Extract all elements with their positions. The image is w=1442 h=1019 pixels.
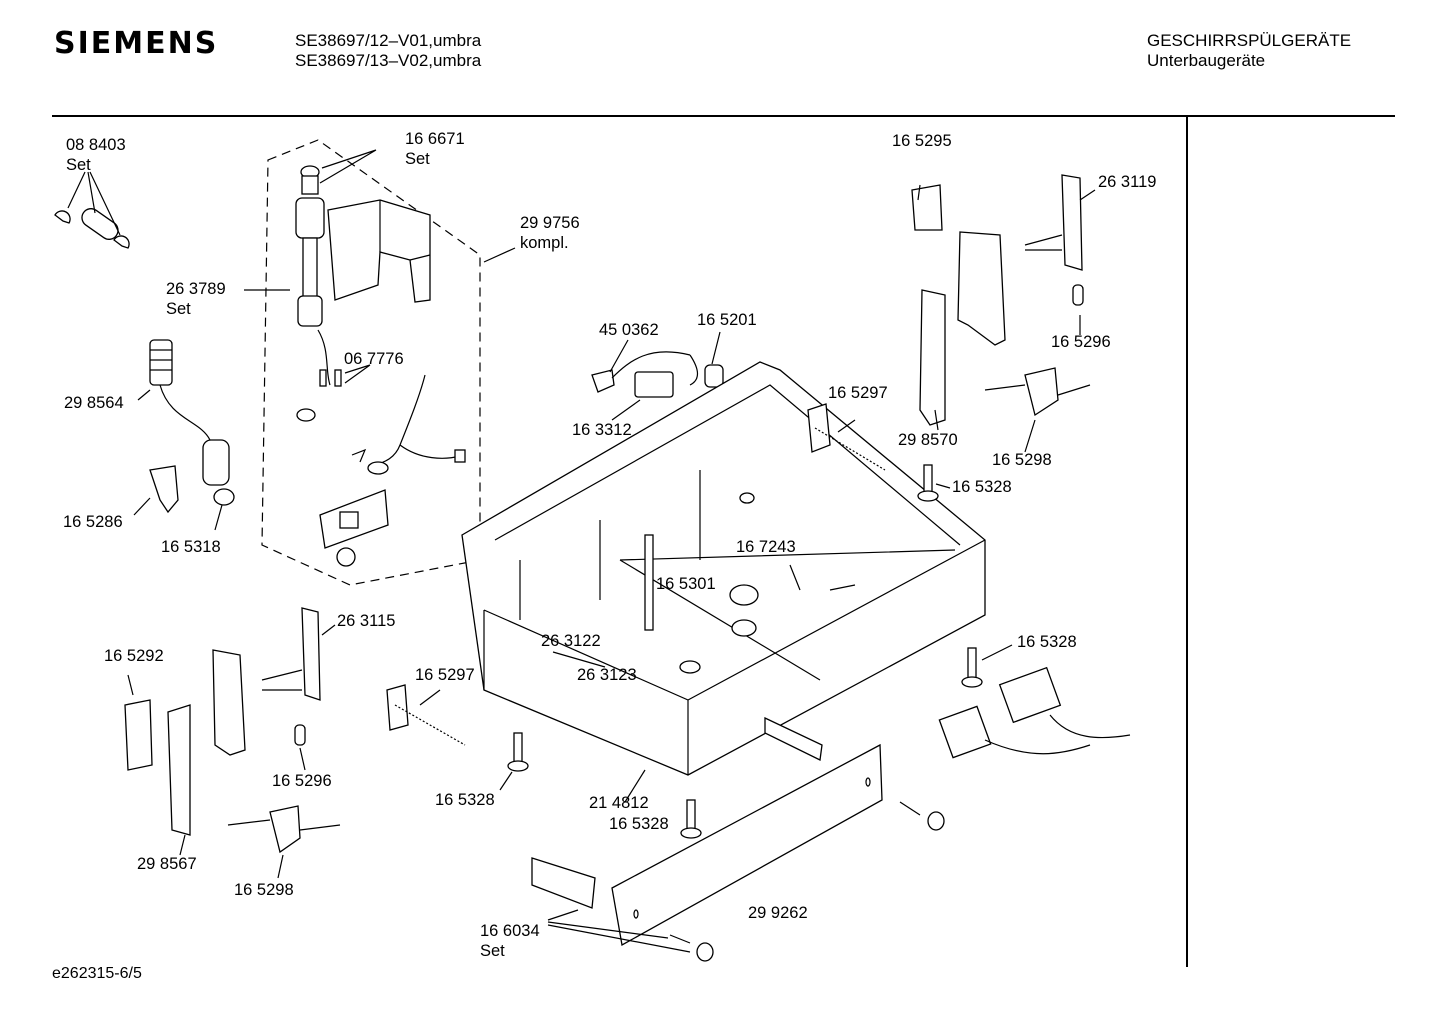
wire-harness-small (591, 331, 724, 421)
model-line-1: SE38697/12–V01,umbra (295, 31, 482, 50)
toe-kick-panel (531, 716, 945, 962)
part-label-165298-bot: 16 5298 (234, 881, 294, 899)
part-label-214812: 21 4812 (589, 794, 649, 812)
part-label-263789: 26 3789 Set (166, 280, 226, 318)
corrugated-hose (351, 374, 466, 475)
spring-top (807, 403, 886, 471)
valve-assembly (244, 149, 431, 422)
leader-299756 (483, 247, 516, 263)
drain-hose-piece (137, 339, 235, 506)
model-list: SE38697/12–V01,umbra SE38697/13–V02,umbr… (295, 31, 481, 71)
part-label-165297-bot: 16 5297 (415, 666, 475, 684)
left-bracket-assembly (124, 607, 341, 879)
part-label-163312: 16 3312 (572, 421, 632, 439)
connector-harness (938, 666, 1131, 759)
kit-bracket (319, 489, 389, 567)
hose-clamp-set (54, 171, 130, 249)
screw-c (499, 732, 529, 791)
document-id: e262315-6/5 (52, 965, 142, 982)
part-label-450362: 45 0362 (599, 321, 659, 339)
part-label-165328-b: 16 5328 (1017, 633, 1077, 651)
category-line-2: Unterbaugeräte (1147, 51, 1266, 70)
part-label-165298-top: 16 5298 (992, 451, 1052, 469)
part-label-298564: 29 8564 (64, 394, 124, 412)
part-label-165296-bot: 16 5296 (272, 772, 332, 790)
part-label-165318: 16 5318 (161, 538, 221, 556)
part-label-165292: 16 5292 (104, 647, 164, 665)
right-bracket-assembly (911, 174, 1096, 453)
part-label-299262: 29 9262 (748, 904, 808, 922)
clip-part (133, 465, 223, 531)
category-line-1: GESCHIRRSPÜLGERÄTE (1147, 31, 1352, 50)
part-label-263123: 26 3123 (577, 666, 637, 684)
appliance-category: GESCHIRRSPÜLGERÄTE Unterbaugeräte (1147, 31, 1351, 71)
part-label-165296-top: 16 5296 (1051, 333, 1111, 351)
part-label-165286: 16 5286 (63, 513, 123, 531)
part-label-167243: 16 7243 (736, 538, 796, 556)
part-label-165328-a: 16 5328 (952, 478, 1012, 496)
right-margin-divider (1186, 117, 1188, 967)
part-label-165328-d: 16 5328 (609, 815, 669, 833)
siemens-logo: SIEMENS (54, 26, 219, 61)
part-label-088403: 08 8403 Set (66, 136, 126, 174)
model-line-2: SE38697/13–V02,umbra (295, 51, 482, 70)
part-label-165297-top: 16 5297 (828, 384, 888, 402)
screw-a (917, 464, 951, 502)
spring-bottom (386, 684, 466, 746)
part-label-165301: 16 5301 (656, 575, 716, 593)
base-frame (461, 361, 986, 776)
screw-d (680, 799, 702, 839)
part-label-067776: 06 7776 (344, 350, 404, 368)
part-label-165201: 16 5201 (697, 311, 757, 329)
part-label-298567: 29 8567 (137, 855, 197, 873)
header-divider (52, 115, 1395, 117)
part-label-263115: 26 3115 (337, 612, 396, 630)
part-label-298570: 29 8570 (898, 431, 958, 449)
screw-b (961, 644, 1013, 688)
part-label-165295: 16 5295 (892, 132, 952, 150)
part-label-299756: 29 9756 kompl. (520, 214, 580, 252)
part-label-166034: 16 6034 Set (480, 922, 540, 960)
part-label-166671: 16 6671 Set (405, 130, 465, 168)
part-label-165328-c: 16 5328 (435, 791, 495, 809)
part-label-263122: 26 3122 (541, 632, 601, 650)
part-label-263119: 26 3119 (1098, 173, 1157, 191)
